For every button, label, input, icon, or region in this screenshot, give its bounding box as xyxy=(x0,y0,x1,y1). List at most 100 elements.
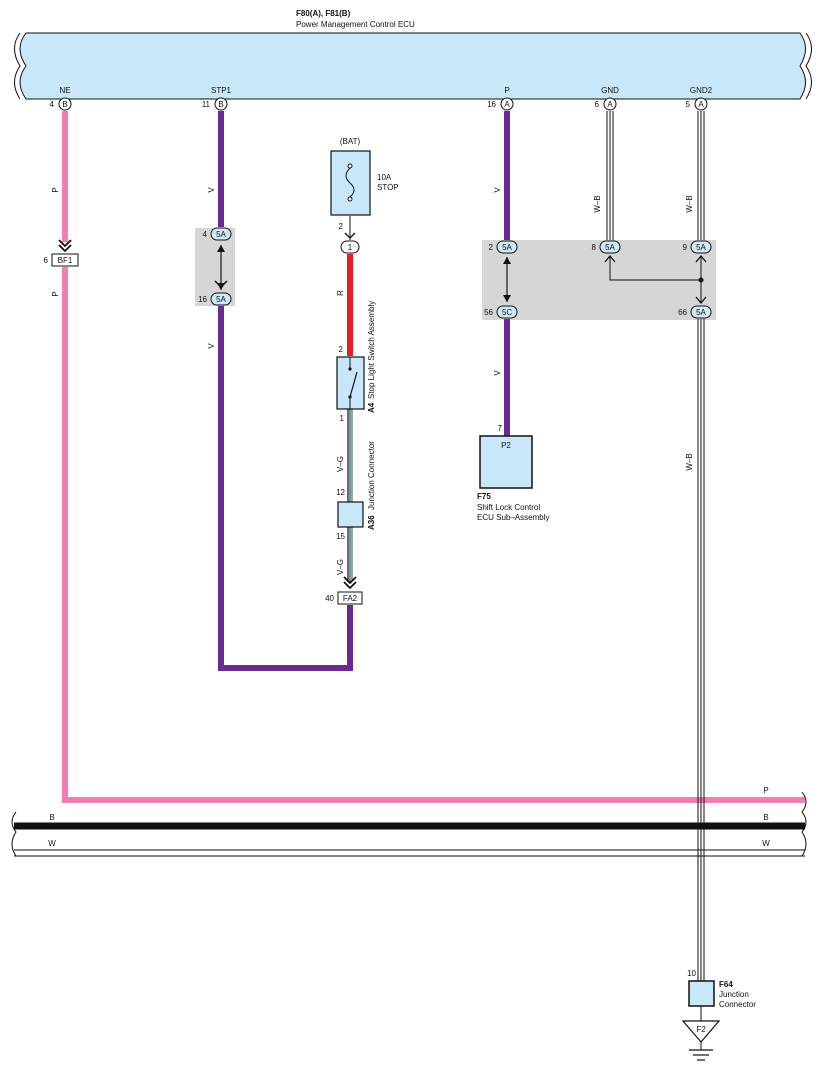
fuse-box xyxy=(330,150,371,216)
connector-fa2: FA2 40 xyxy=(325,576,363,605)
shift-lock-name-1: Shift Lock Control xyxy=(477,503,540,512)
shift-lock-ecu-box xyxy=(479,435,533,489)
splice-right-c1: 5A 2 xyxy=(489,240,518,254)
a36-label-group: A36 Junction Connector xyxy=(367,441,376,530)
ecu-pin-p-conn: A xyxy=(504,100,510,109)
wire-gnd2-wb xyxy=(697,111,705,981)
wire-label-p-bottom: V xyxy=(493,370,502,376)
splice-right-c4: 5C 56 xyxy=(484,305,518,319)
splice-right-c3-label: 5A xyxy=(696,243,706,252)
wire-ne-pink xyxy=(62,111,805,803)
ecu-terminal-p: P xyxy=(504,86,509,95)
a36-name: Junction Connector xyxy=(367,441,376,510)
ecu-pin-gnd2-num: 5 xyxy=(686,100,691,109)
switch-label-group: A4 Stop Light Switch Assembly xyxy=(367,301,376,413)
fuse-connector: 1 xyxy=(340,232,360,254)
wire-label-p-top: V xyxy=(493,187,502,193)
connector-bf1: BF1 6 xyxy=(44,239,79,267)
a36-pin-top: 12 xyxy=(336,488,345,497)
ecu-pin-gnd-num: 6 xyxy=(595,100,600,109)
connector-bf1-num: 6 xyxy=(44,256,49,265)
fuse-source: (BAT) xyxy=(340,137,361,146)
ecu-terminal-gnd2: GND2 xyxy=(690,86,713,95)
wire-label-switch-out: V–G xyxy=(336,456,345,472)
wire-label-stp1-top: V xyxy=(207,187,216,193)
connector-fa2-num: 40 xyxy=(325,594,334,603)
switch-id: A4 xyxy=(367,402,376,413)
splice-right-c1-num: 2 xyxy=(489,243,494,252)
bus-label-w-right: W xyxy=(762,839,770,848)
wire-label-gnd2-bottom: W–B xyxy=(685,453,694,470)
splice-right-c3: 5A 9 xyxy=(683,240,712,263)
shift-lock-id: F75 xyxy=(477,492,491,501)
switch-name: Stop Light Switch Assembly xyxy=(367,301,376,399)
ground-label: F2 xyxy=(696,1025,706,1034)
splice-left-top-label: 5A xyxy=(216,230,226,239)
bus-breaks xyxy=(11,791,807,857)
splice-left-top: 5A 4 xyxy=(203,227,232,241)
bus-label-b-left: B xyxy=(49,813,54,822)
splice-right-c2-num: 8 xyxy=(592,243,597,252)
ecu-terminal-gnd: GND xyxy=(601,86,619,95)
splice-right-c4-num: 56 xyxy=(484,308,493,317)
ecu-pin-stp1: B 11 xyxy=(202,97,228,111)
wire-label-ne-top: P xyxy=(51,187,60,192)
ecu-title: F80(A), F81(B) xyxy=(296,9,351,18)
splice-right-c5: 5A 66 xyxy=(678,296,712,319)
ecu-terminal-ne: NE xyxy=(59,86,70,95)
splice-left-bottom-label: 5A xyxy=(216,295,226,304)
junction-a36-box xyxy=(337,501,364,528)
wire-gnd-wb xyxy=(606,111,614,240)
splice-left-top-num: 4 xyxy=(203,230,208,239)
ecu-pin-gnd-conn: A xyxy=(607,100,613,109)
ecu-pin-p-num: 16 xyxy=(487,100,496,109)
fuse-connector-label: 1 xyxy=(348,243,353,252)
splice-internal xyxy=(503,257,704,302)
ecu-pin-gnd2: A 5 xyxy=(686,97,708,111)
stop-light-switch xyxy=(336,356,365,410)
bus-w-wire xyxy=(14,849,805,857)
ecu-name: Power Management Control ECU xyxy=(296,20,415,29)
bus-label-b-right: B xyxy=(763,813,768,822)
f64-pin: 10 xyxy=(687,969,696,978)
wire-vg xyxy=(347,409,353,582)
ground-icon xyxy=(681,1020,721,1061)
fuse-name: STOP xyxy=(377,183,399,192)
a36-pin-bottom: 15 xyxy=(336,532,345,541)
fuse-rating: 10A xyxy=(377,173,392,182)
f64-id: F64 xyxy=(719,980,733,989)
wire-label-red: R xyxy=(336,290,345,296)
splice-left-bottom-num: 16 xyxy=(198,295,207,304)
shift-lock-name-2: ECU Sub–Assembly xyxy=(477,513,549,522)
wire-label-ne-bottom: P xyxy=(51,291,60,296)
bus-label-w-left: W xyxy=(48,839,56,848)
junction-f64-box xyxy=(688,980,715,1007)
splice-right-c5-label: 5A xyxy=(696,308,706,317)
splice-right-c3-num: 9 xyxy=(683,243,688,252)
wire-label-stp1-bottom: V xyxy=(207,343,216,349)
wire-label-junction-out: V–G xyxy=(336,559,345,575)
ecu-pin-ne-conn: B xyxy=(62,100,67,109)
connector-bf1-label: BF1 xyxy=(58,256,73,265)
ecu-pin-ne: B 4 xyxy=(50,97,72,111)
splice-right-c5-num: 66 xyxy=(678,308,687,317)
splice-right-c2-label: 5A xyxy=(605,243,615,252)
wire-label-gnd2-top: W–B xyxy=(685,195,694,212)
splice-right-c1-label: 5A xyxy=(502,243,512,252)
shift-lock-label: P2 xyxy=(501,441,511,450)
ecu-pin-stp1-num: 11 xyxy=(202,100,211,109)
wire-label-gnd-top: W–B xyxy=(593,195,602,212)
splice-right-c2: 5A 8 xyxy=(592,240,621,263)
shift-lock-pin: 7 xyxy=(498,424,503,433)
ecu-pin-gnd: A 6 xyxy=(595,97,617,111)
a36-id: A36 xyxy=(367,515,376,530)
connector-fa2-label: FA2 xyxy=(343,594,358,603)
bus-label-p: P xyxy=(763,786,768,795)
ecu-box xyxy=(14,32,812,100)
fuse-pin: 2 xyxy=(339,222,344,231)
splice-right-c4-label: 5C xyxy=(502,308,512,317)
ecu-pin-ne-num: 4 xyxy=(50,100,55,109)
switch-pin-top: 2 xyxy=(339,345,344,354)
splice-left-bottom: 5A 16 xyxy=(198,280,232,306)
